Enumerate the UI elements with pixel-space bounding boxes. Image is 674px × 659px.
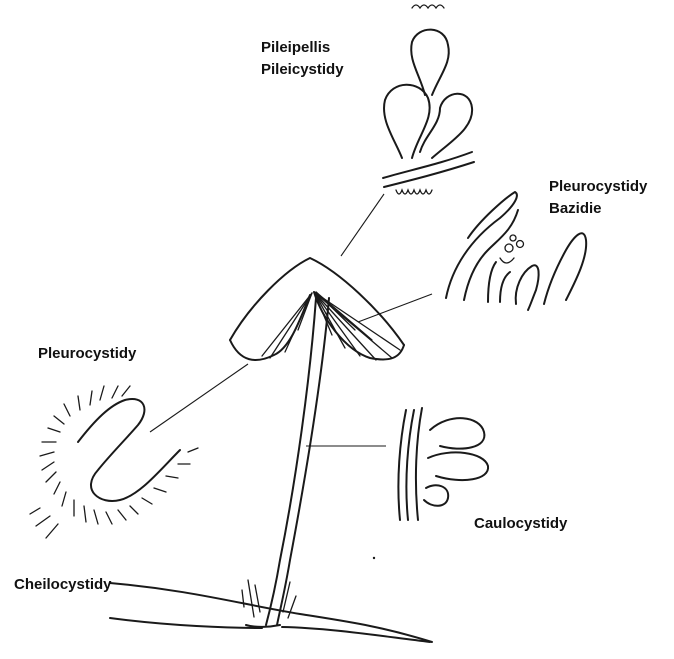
label-bazidie: Bazidie bbox=[549, 199, 602, 219]
label-pileicystidy: Pileicystidy bbox=[261, 60, 344, 80]
pointer-pileipellis bbox=[341, 194, 384, 256]
stem bbox=[242, 298, 329, 627]
gill-edge-detail bbox=[30, 386, 198, 538]
label-cheilocystidy: Cheilocystidy bbox=[14, 575, 112, 595]
pointer-pleuro-bazidie bbox=[358, 294, 432, 322]
label-pleurocystidy-left: Pleurocystidy bbox=[38, 344, 136, 364]
stray-dot bbox=[373, 557, 375, 559]
label-caulocystidy: Caulocystidy bbox=[474, 514, 567, 534]
ground bbox=[110, 583, 432, 642]
label-pleurocystidy-right: Pleurocystidy bbox=[549, 177, 647, 197]
mushroom-cap bbox=[230, 258, 404, 360]
label-pileipellis: Pileipellis bbox=[261, 38, 330, 58]
caulocystidy-detail bbox=[398, 408, 488, 520]
pointer-cheilo-pleuro bbox=[150, 364, 248, 432]
pileipellis-detail bbox=[383, 5, 474, 194]
